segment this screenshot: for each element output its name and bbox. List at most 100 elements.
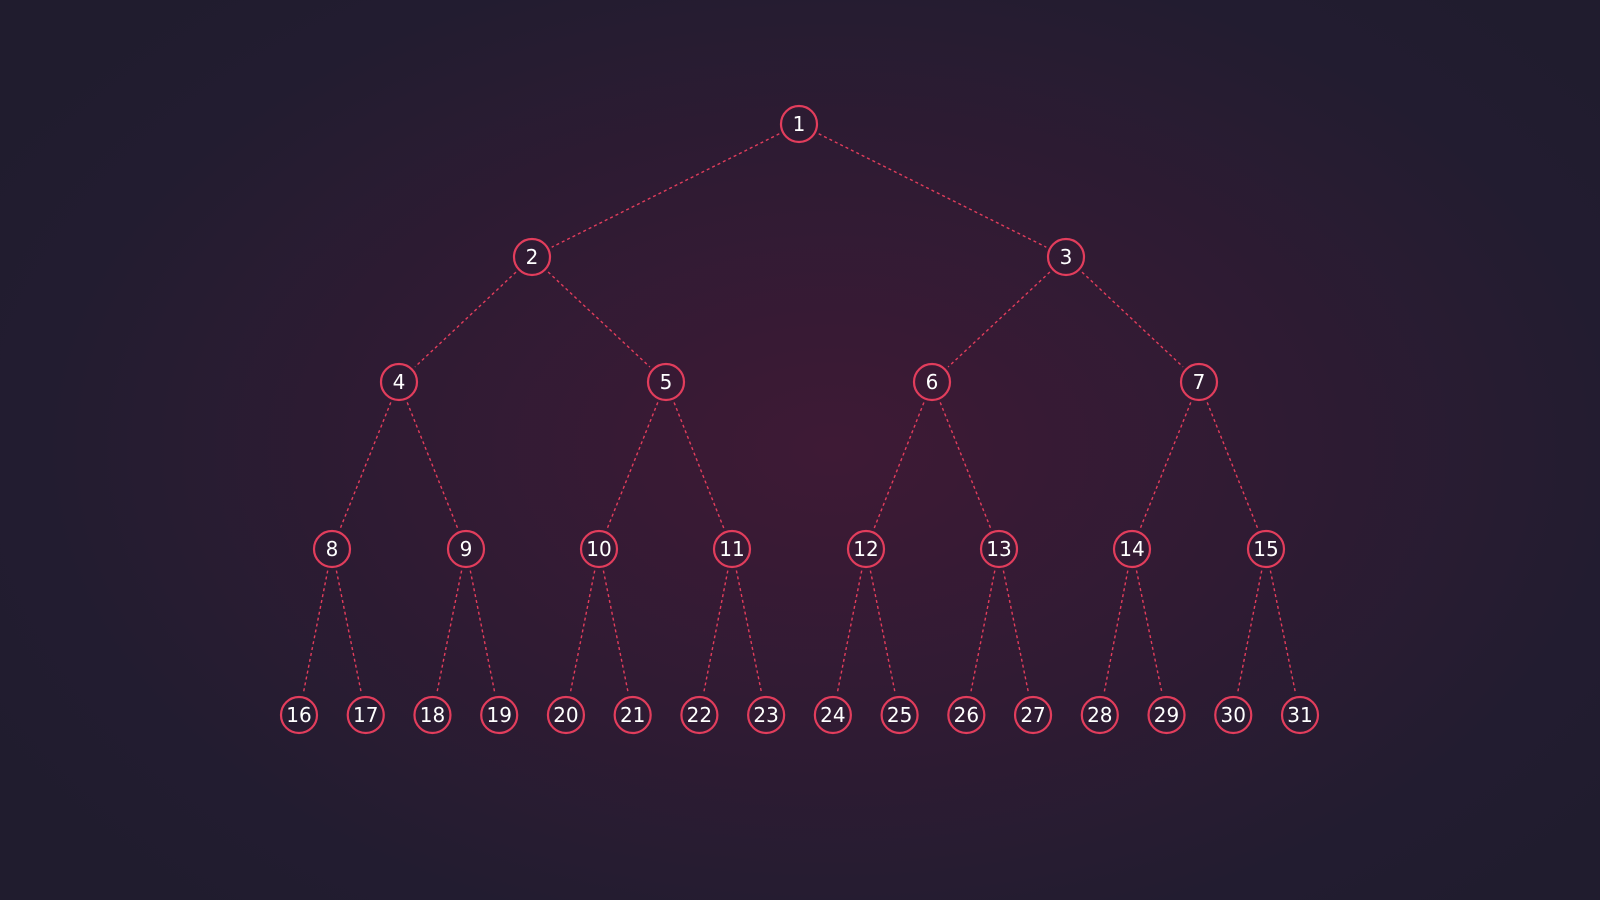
tree-node-13: 13 [979, 529, 1019, 569]
node-label: 30 [1221, 703, 1246, 727]
edge-10-20 [569, 570, 596, 694]
edge-3-7 [1081, 271, 1184, 368]
node-label: 11 [719, 537, 744, 561]
tree-node-24: 24 [813, 695, 852, 735]
node-label: 3 [1060, 245, 1073, 269]
edge-1-3 [818, 133, 1047, 248]
node-circle [912, 362, 952, 402]
node-label: 21 [620, 703, 645, 727]
node-label: 16 [286, 703, 311, 727]
node-circle [1179, 362, 1219, 402]
tree-node-1: 1 [779, 104, 819, 144]
node-circle [1046, 237, 1086, 277]
edge-8-16 [302, 570, 329, 694]
tree-node-4: 4 [379, 362, 419, 402]
tree-node-16: 16 [279, 695, 319, 735]
node-circle [446, 529, 486, 569]
node-circle [1280, 695, 1320, 735]
edge-10-21 [602, 570, 629, 694]
tree-node-14: 14 [1112, 529, 1152, 569]
tree-node-12: 12 [846, 529, 886, 569]
node-circle [480, 695, 519, 735]
node-circle [747, 695, 786, 735]
node-label: 10 [586, 537, 611, 561]
node-label: 1 [793, 112, 806, 136]
tree-node-21: 21 [613, 695, 652, 735]
edge-15-31 [1269, 570, 1297, 694]
node-circle [947, 695, 986, 735]
node-circle [312, 529, 352, 569]
node-label: 2 [526, 245, 539, 269]
tree-node-5: 5 [646, 362, 686, 402]
node-circle [546, 695, 586, 735]
node-circle [613, 695, 652, 735]
tree-node-27: 27 [1013, 695, 1053, 735]
tree-node-22: 22 [680, 695, 719, 735]
node-circle [1147, 695, 1186, 735]
edge-8-17 [335, 570, 363, 694]
node-label: 7 [1193, 370, 1206, 394]
tree-node-31: 31 [1280, 695, 1320, 735]
node-label: 20 [553, 703, 578, 727]
edge-9-19 [469, 570, 496, 694]
node-label: 18 [420, 703, 445, 727]
node-label: 27 [1020, 703, 1045, 727]
edge-14-29 [1135, 570, 1163, 694]
edge-2-5 [547, 271, 651, 368]
edge-4-8 [339, 402, 392, 529]
tree-node-23: 23 [747, 695, 786, 735]
node-circle [346, 695, 385, 735]
tree-node-7: 7 [1179, 362, 1219, 402]
edge-5-11 [673, 402, 725, 529]
node-label: 4 [393, 370, 406, 394]
node-label: 14 [1119, 537, 1144, 561]
node-label: 17 [353, 703, 378, 727]
edge-1-2 [551, 133, 780, 248]
edge-12-24 [836, 570, 863, 694]
tree-node-18: 18 [413, 695, 452, 735]
node-label: 28 [1087, 703, 1112, 727]
node-circle [979, 529, 1019, 569]
tree-node-6: 6 [912, 362, 952, 402]
tree-node-20: 20 [546, 695, 586, 735]
tree-node-29: 29 [1147, 695, 1186, 735]
node-circle [413, 695, 452, 735]
node-label: 13 [986, 537, 1011, 561]
tree-node-8: 8 [312, 529, 352, 569]
node-label: 29 [1154, 703, 1179, 727]
node-circle [1013, 695, 1053, 735]
edge-4-9 [406, 402, 459, 529]
tree-node-10: 10 [579, 529, 619, 569]
edge-11-23 [735, 570, 763, 694]
tree-node-2: 2 [512, 237, 552, 277]
edge-13-27 [1002, 570, 1030, 694]
node-circle [579, 529, 619, 569]
node-label: 24 [820, 703, 845, 727]
edge-7-14 [1139, 402, 1192, 529]
node-label: 19 [486, 703, 511, 727]
node-label: 23 [753, 703, 778, 727]
node-circle [1246, 529, 1286, 569]
node-label: 8 [326, 537, 339, 561]
node-label: 25 [887, 703, 912, 727]
node-label: 6 [926, 370, 939, 394]
tree-node-30: 30 [1214, 695, 1253, 735]
node-circle [512, 237, 552, 277]
node-label: 22 [687, 703, 712, 727]
edge-6-12 [873, 402, 925, 529]
edge-6-13 [939, 402, 992, 529]
node-circle [846, 529, 886, 569]
node-label: 5 [660, 370, 673, 394]
tree-node-15: 15 [1246, 529, 1286, 569]
node-label: 31 [1287, 703, 1312, 727]
tree-node-26: 26 [947, 695, 986, 735]
node-circle [813, 695, 852, 735]
tree-node-11: 11 [712, 529, 752, 569]
node-circle [1080, 695, 1119, 735]
node-circle [1214, 695, 1253, 735]
edge-11-22 [702, 570, 729, 694]
edge-2-4 [414, 271, 517, 368]
edge-15-30 [1236, 570, 1263, 694]
